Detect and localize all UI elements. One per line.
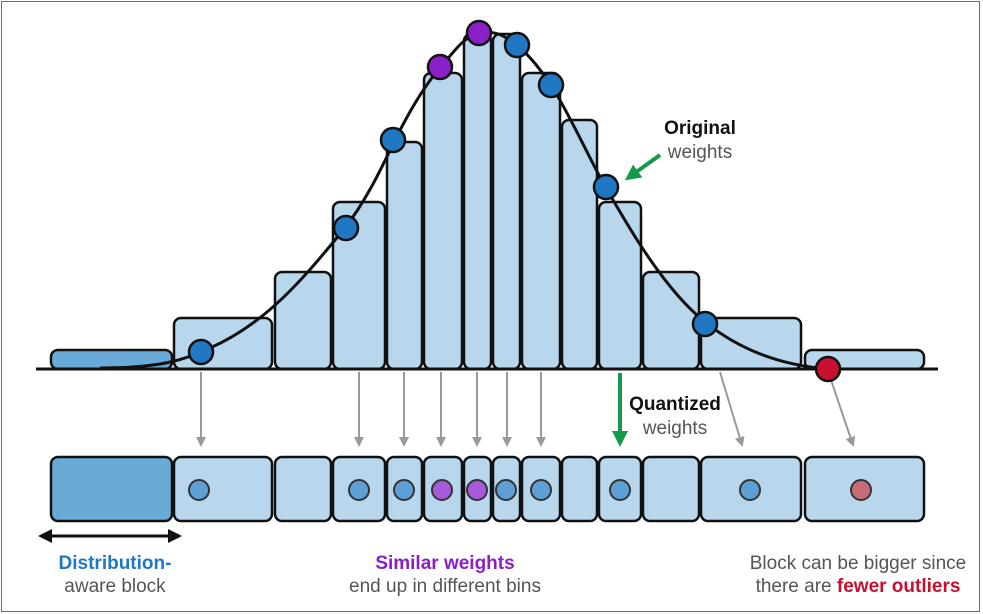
quantized-block [49,455,174,523]
mapping-arrow [830,379,856,447]
similar-weight-dot [426,53,454,81]
histogram-bins [49,32,926,371]
histogram-bin [520,71,562,371]
original-weight-dots [187,19,842,383]
mapping-arrow [719,371,745,447]
quantized-weight-dots [188,479,872,501]
distribution-block-title: Distribution- [58,553,172,574]
quantized-weights-title: Quantized [629,394,721,415]
outlier-weight-dot [814,355,842,383]
quantized-similar-dot [466,479,488,501]
distribution-block-subtitle: aware block [64,576,166,597]
weight-dot [187,338,215,366]
bigger-block-line1: Block can be bigger since [749,553,967,574]
histogram-bin [385,140,424,371]
bigger-block-line2: there are fewer outliers [740,576,976,598]
histogram-bin [560,118,599,371]
quantized-similar-dot [431,479,453,501]
quantized-weights-subtitle: weights [642,418,708,439]
histogram-bin [462,32,493,371]
quantized-block [172,455,274,523]
weight-dot [537,71,565,99]
original-weights-subtitle: weights [667,142,733,163]
quantized-block [641,455,701,523]
double-headed-arrow-icon [38,529,182,543]
histogram-bin [491,32,522,371]
quantized-dot [530,479,552,501]
weight-dot [503,31,531,59]
histogram-bin [172,316,274,371]
original-arrow [624,153,662,181]
histogram-bin [597,200,643,371]
weight-dot [379,126,407,154]
quantized-dot [609,479,631,501]
original-weights-title: Original [664,118,736,139]
quantized-blocks [49,455,926,523]
similar-weights-title: Similar weights [375,553,515,574]
quantized-dot [348,479,370,501]
quantized-outlier-dot [850,479,872,501]
weight-dot [691,310,719,338]
histogram-bin [422,71,464,371]
histogram-bin [273,270,333,371]
quantized-dot [393,479,415,501]
mapping-arrows [196,371,856,447]
quantized-dot [739,479,761,501]
quantized-block [560,455,599,523]
similar-weights-subtitle: end up in different bins [349,576,541,597]
quantized-block [273,455,333,523]
weight-dot [332,214,360,242]
fewer-outliers-emphasis: fewer outliers [836,576,961,597]
similar-weight-dot [465,19,493,47]
bigger-block-line2-prefix: there are [755,576,837,597]
weight-dot [592,173,620,201]
quantized-dot [495,479,517,501]
quantized-dot [188,479,210,501]
